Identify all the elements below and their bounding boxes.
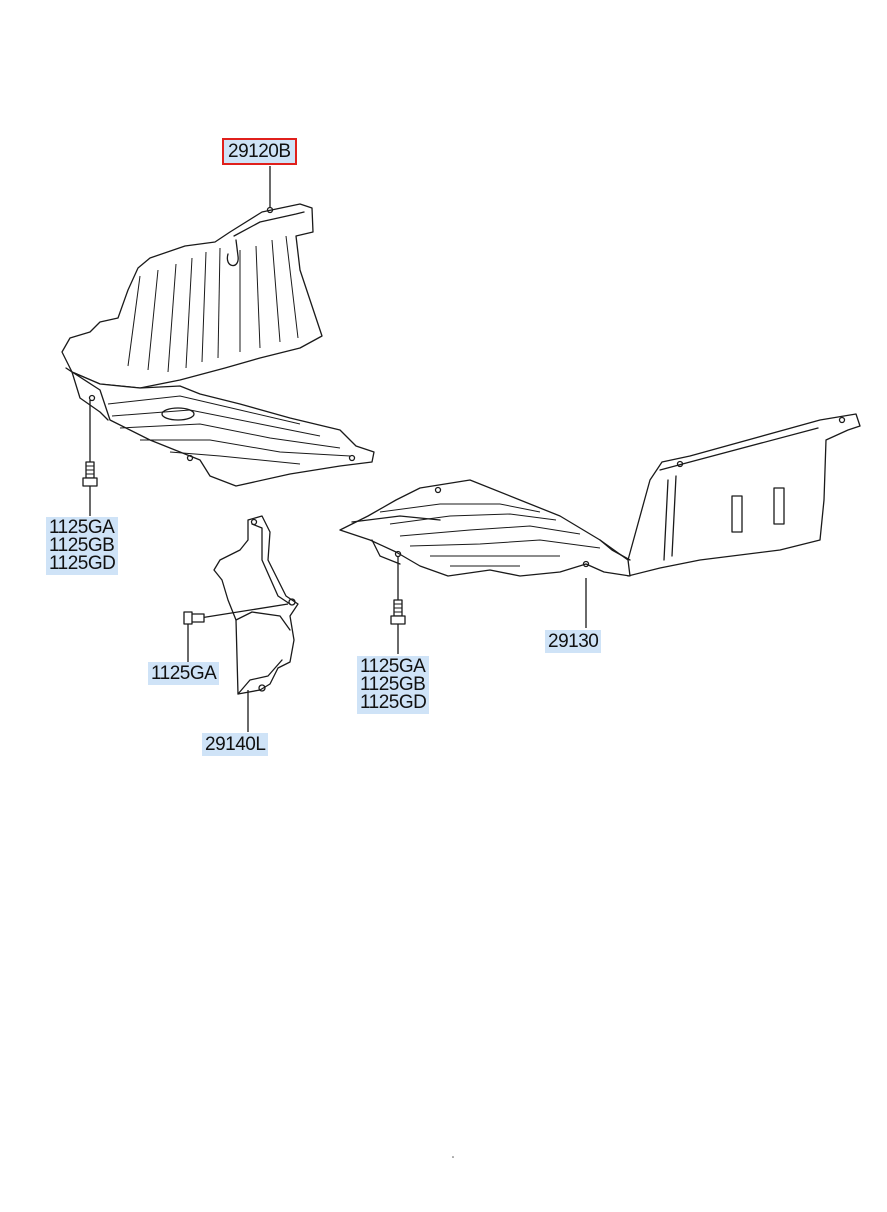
part-number-29120b: 29120B: [228, 141, 291, 162]
bolt-center-icon[interactable]: [390, 556, 406, 654]
front-under-cover-29120b[interactable]: [61, 203, 375, 487]
bolt-code-1125gd: 1125GD: [360, 692, 427, 713]
footer-dot: [452, 1156, 454, 1158]
bolt-code-1125gd: 1125GD: [49, 553, 116, 574]
bolt-code-1125ga: 1125GA: [360, 656, 426, 677]
rear-under-cover-29130[interactable]: [339, 413, 861, 577]
part-number-29140l: 29140L: [205, 734, 266, 755]
bolt-code-1125ga: 1125GA: [151, 663, 217, 684]
part-label-29120b[interactable]: 29120B: [222, 138, 297, 165]
bolt-front-left-icon[interactable]: [82, 400, 98, 516]
bolt-bracket-icon[interactable]: [183, 603, 289, 662]
part-label-bolt-front-left[interactable]: 1125GA 1125GB 1125GD: [46, 517, 119, 575]
part-label-29140l[interactable]: 29140L: [202, 733, 269, 756]
bolt-code-1125ga: 1125GA: [49, 517, 115, 538]
part-label-bolt-bracket[interactable]: 1125GA: [148, 662, 220, 685]
side-bracket-29140l[interactable]: [213, 515, 299, 695]
part-number-29130: 29130: [548, 631, 599, 652]
bolt-code-1125gb: 1125GB: [360, 674, 426, 695]
bolt-code-1125gb: 1125GB: [49, 535, 115, 556]
part-label-29130[interactable]: 29130: [545, 630, 602, 653]
part-label-bolt-center[interactable]: 1125GA 1125GB 1125GD: [357, 656, 430, 714]
